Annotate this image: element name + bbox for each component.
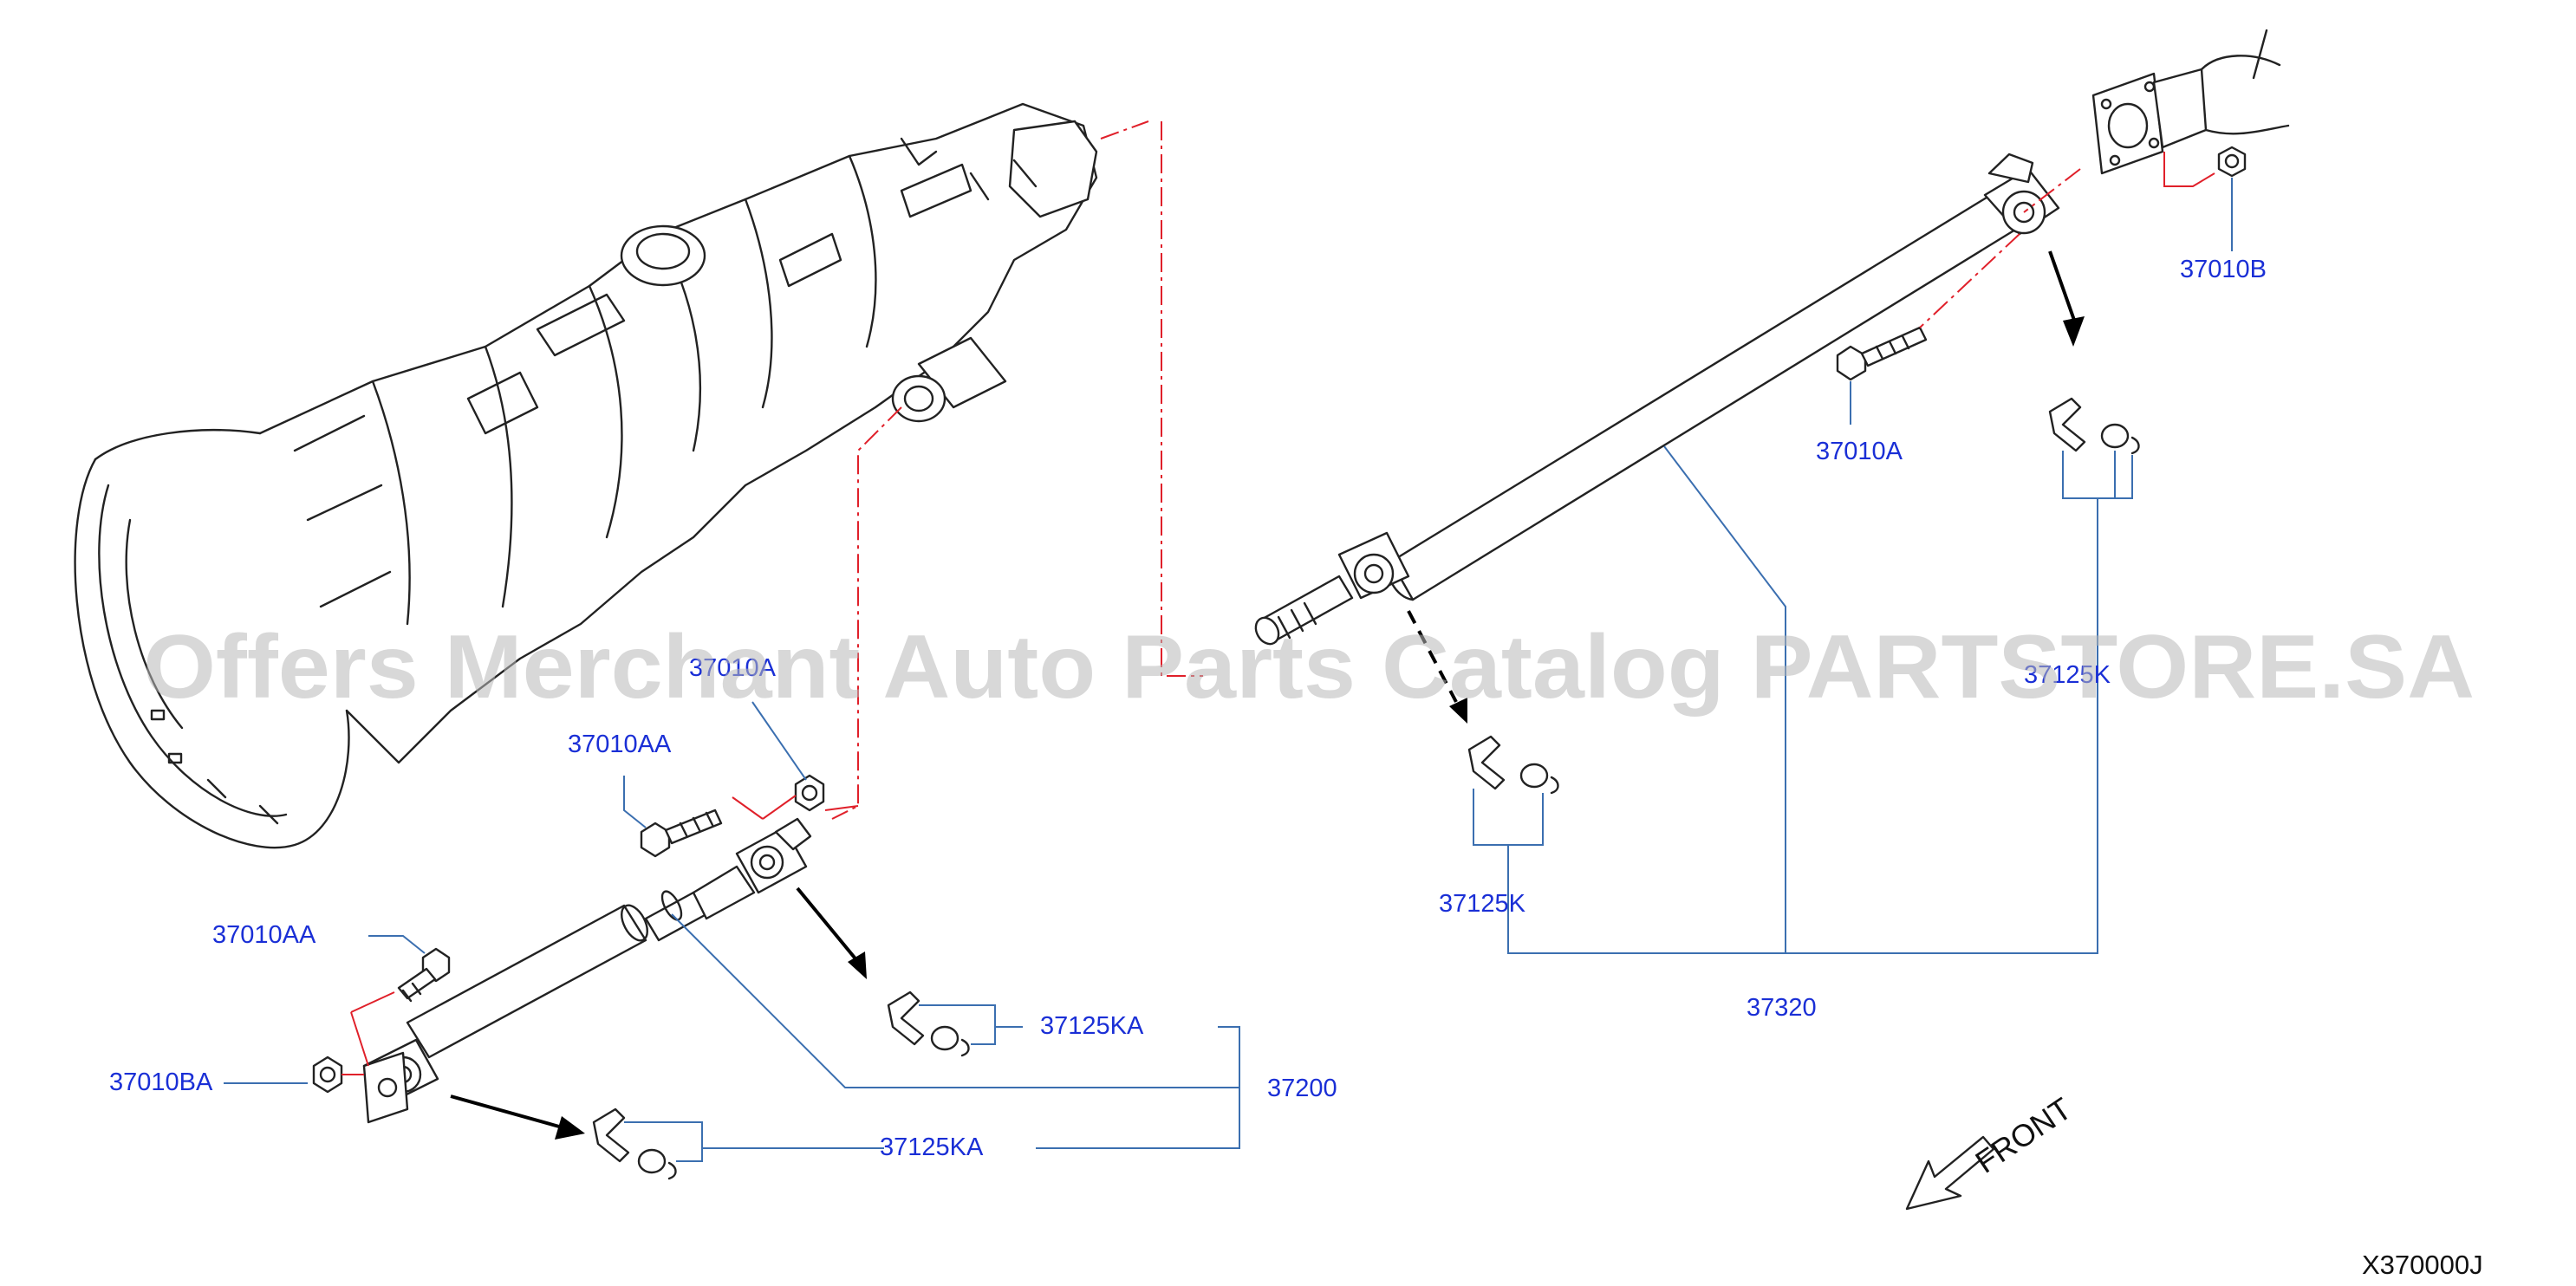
rear-bolt-line bbox=[350, 991, 395, 1067]
label-37125ka-bottom: 37125KA bbox=[880, 1133, 984, 1161]
leader-37200-bracket bbox=[1036, 1026, 1240, 1149]
label-37200: 37200 bbox=[1267, 1075, 1337, 1102]
front-direction-arrow-icon bbox=[1905, 1135, 1995, 1211]
nut-37010a-icon bbox=[794, 774, 825, 812]
label-37010b: 37010B bbox=[2180, 256, 2267, 283]
flange-to-nut-line bbox=[2163, 152, 2215, 187]
leader-37320 bbox=[1663, 445, 1786, 953]
bolt-37010aa-top-icon bbox=[640, 809, 723, 858]
rear-differential-flange bbox=[2091, 29, 2290, 175]
front-nut-line bbox=[732, 795, 859, 820]
arrow-dashed-icon bbox=[1407, 610, 1467, 724]
label-37320: 37320 bbox=[1747, 994, 1817, 1022]
watermark-text: Offers Merchant Auto Parts Catalog PARTS… bbox=[143, 617, 2475, 718]
front-label: FRONT bbox=[1969, 1090, 2078, 1179]
transmission-assembly bbox=[74, 102, 1098, 849]
leader-37010aa-left bbox=[368, 935, 426, 954]
front-propeller-shaft bbox=[362, 817, 812, 1124]
bolt-37010aa-left-icon bbox=[397, 947, 451, 1003]
leader-37200 bbox=[671, 913, 1239, 1088]
universal-joint-kit-37125ka-top-icon bbox=[887, 990, 996, 1057]
universal-joint-kit-37125k-top-icon bbox=[2048, 397, 2140, 499]
label-37010a: 37010A bbox=[1816, 438, 1903, 465]
universal-joint-kit-37125k-mid-icon bbox=[1467, 735, 1559, 846]
arrow-front-bottom-icon bbox=[450, 1094, 585, 1140]
front-axis-line bbox=[1100, 120, 1149, 140]
leader-37320-bracket bbox=[1507, 498, 2098, 954]
bolt-37010a-icon bbox=[1836, 326, 1928, 381]
label-37010a-obscured: 37010A bbox=[689, 654, 777, 682]
rear-drop-line bbox=[831, 406, 902, 820]
label-37125k-mid: 37125K bbox=[1439, 890, 1526, 918]
leader-37010a-obscured bbox=[751, 701, 807, 781]
label-37010ba: 37010BA bbox=[109, 1068, 213, 1096]
label-37010aa-left: 37010AA bbox=[212, 921, 316, 949]
front-drop-line bbox=[1161, 121, 1203, 677]
diagram-code: X370000J bbox=[2362, 1250, 2483, 1280]
label-37125k-top: 37125K bbox=[2024, 661, 2111, 689]
label-37010aa-top: 37010AA bbox=[568, 731, 672, 758]
rear-propeller-shaft bbox=[1254, 153, 2060, 646]
nut-37010ba-icon bbox=[312, 1055, 343, 1094]
arrow-front-top-icon bbox=[796, 887, 867, 979]
label-37125ka-top: 37125KA bbox=[1040, 1012, 1144, 1040]
bolt-axis-line bbox=[1919, 233, 2020, 328]
universal-joint-kit-37125ka-bottom-icon bbox=[592, 1107, 703, 1180]
flange-axis-line bbox=[2023, 168, 2081, 213]
nut-37010b-icon bbox=[2217, 146, 2247, 178]
arrow-icon bbox=[2048, 250, 2085, 347]
leader-37010aa-top bbox=[623, 776, 647, 828]
